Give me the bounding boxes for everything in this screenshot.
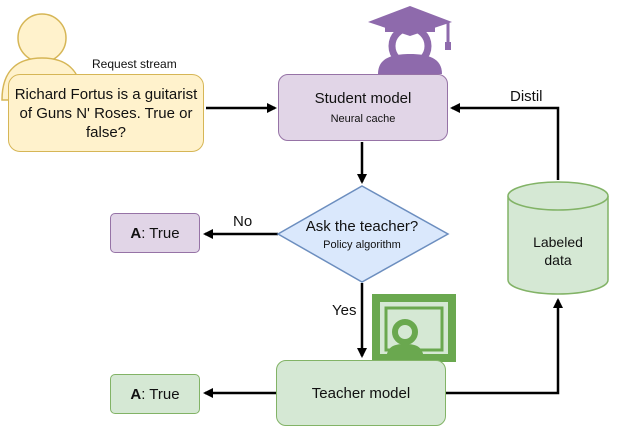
- request-question: Richard Fortus is a guitarist of Guns N'…: [14, 85, 198, 141]
- request-stream-label: Request stream: [92, 57, 177, 71]
- answer-top-prefix: A: [130, 224, 142, 242]
- labeled-data-cylinder: [507, 181, 609, 295]
- edge-distil: [450, 103, 560, 180]
- answer-box-top: A : True: [110, 213, 200, 253]
- decision-subtitle: Policy algorithm: [323, 238, 401, 251]
- edge-teacher-to-data: [446, 298, 563, 395]
- labeled-data-line2: data: [544, 252, 572, 268]
- student-model-title: Student model: [314, 90, 412, 107]
- answer-box-bottom: A : True: [110, 374, 200, 414]
- decision-title: Ask the teacher?: [305, 217, 419, 235]
- labeled-data-line1: Labeled: [533, 234, 583, 250]
- answer-bottom-prefix: A: [130, 385, 142, 403]
- teacher-model-box: Teacher model: [276, 360, 446, 426]
- distil-label: Distil: [510, 88, 543, 105]
- student-model-subtitle: Neural cache: [330, 113, 396, 125]
- answer-bottom-suffix: : True: [141, 385, 180, 403]
- no-label: No: [233, 213, 253, 230]
- answer-top-suffix: : True: [141, 224, 180, 242]
- student-model-box: Student model Neural cache: [278, 74, 448, 141]
- teacher-model-title: Teacher model: [311, 384, 411, 402]
- labeled-data-text: Labeled data: [508, 228, 608, 274]
- graduate-icon: [368, 6, 452, 74]
- decision-text: Ask the teacher? Policy algorithm: [290, 214, 434, 254]
- yes-label: Yes: [332, 302, 357, 319]
- decision-diamond: [276, 185, 450, 283]
- request-box: Richard Fortus is a guitarist of Guns N'…: [8, 74, 204, 152]
- teacher-portrait-icon: [372, 294, 456, 362]
